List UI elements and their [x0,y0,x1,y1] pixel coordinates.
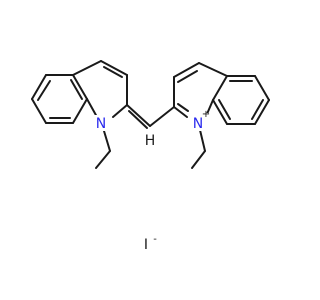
left-benzo-ring [31,74,88,124]
structure-canvas: N N + H I - [31,60,270,253]
left-hetero-ring [72,60,128,118]
left-n-label-bg [94,115,108,131]
bridge-hydrogen-label: H [145,133,156,149]
right-benzo-ring [206,75,270,125]
right-hetero-ring [173,62,228,118]
right-n-label-bg [190,113,208,131]
right-nitrogen-charge: + [202,109,210,120]
iodide-label: I [144,237,148,253]
methine-bridge [126,104,175,129]
right-ethyl-group [191,129,206,169]
right-nitrogen-label: N [193,116,203,132]
left-nitrogen-label: N [96,116,106,132]
left-ethyl-group [95,130,111,169]
iodide-charge: - [153,234,157,245]
